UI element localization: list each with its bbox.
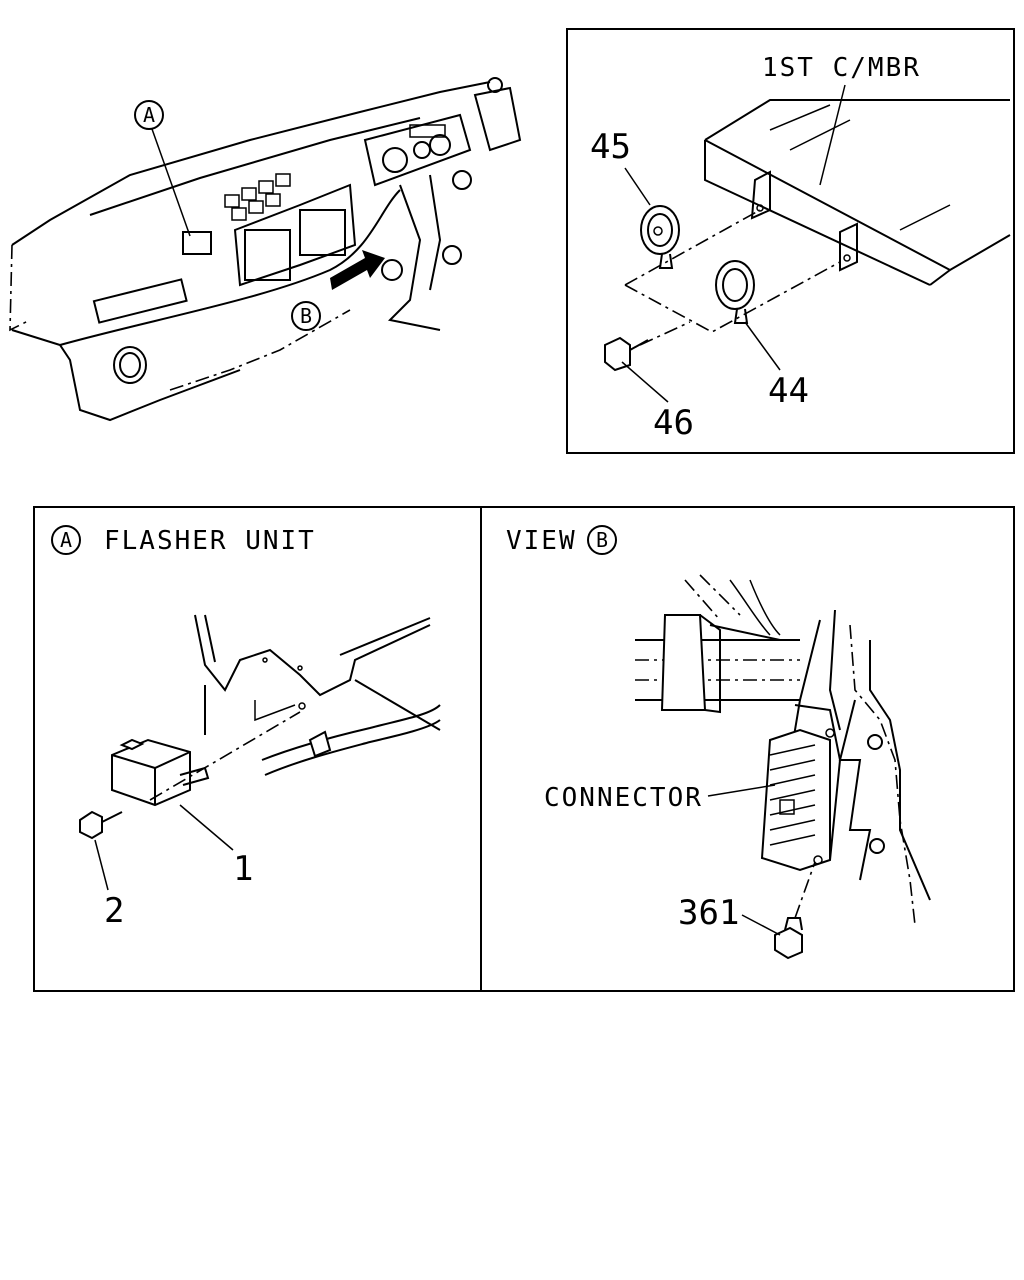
connector-label: CONNECTOR (544, 783, 703, 813)
callout-1: 1 (233, 849, 253, 889)
flasher-marker: A (60, 528, 72, 552)
flasher-panel: A FLASHER UNIT 1 2 (51, 525, 441, 931)
callout-2: 2 (104, 891, 124, 931)
view-marker: B (596, 528, 608, 552)
member-label: 1ST C/MBR (762, 53, 921, 83)
callout-46: 46 (653, 403, 694, 443)
dashboard-overview: A B (9, 77, 522, 422)
callout-44: 44 (768, 371, 809, 411)
view-b-panel: VIEW B (506, 525, 931, 960)
bottom-panel-frame (33, 506, 1015, 992)
horn-panel-frame (566, 28, 1015, 454)
marker-b-label: B (300, 304, 312, 328)
flasher-title: FLASHER UNIT (104, 526, 316, 556)
callout-45: 45 (590, 127, 631, 167)
view-title: VIEW (506, 526, 577, 556)
callout-361: 361 (678, 893, 739, 933)
marker-a-label: A (143, 103, 155, 127)
horn-panel: 1ST C/MBR 45 44 46 (566, 28, 1015, 454)
